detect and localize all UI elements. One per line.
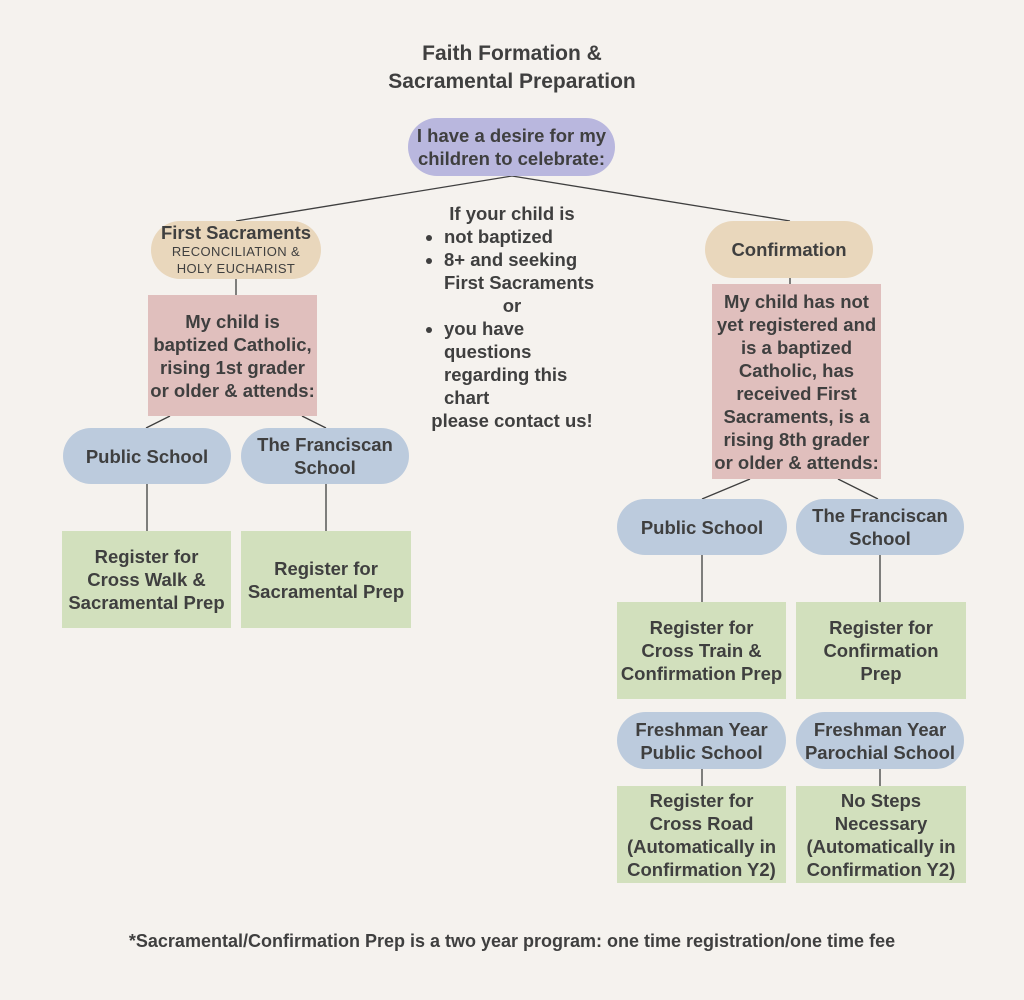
- register-line: (Automatically in: [806, 835, 956, 857]
- contact-outro: please contact us!: [431, 410, 593, 431]
- register-line: (Automatically in: [626, 835, 777, 857]
- condition-line: My child has not: [724, 290, 869, 312]
- contact-note: If your child is not baptized 8+ and see…: [412, 202, 612, 432]
- conf-public-register-node: Register for Cross Train & Confirmation …: [617, 602, 786, 699]
- first-franciscan-school-node: The Franciscan School: [241, 428, 409, 484]
- confirmation-node: Confirmation: [705, 221, 873, 278]
- condition-line: My child is: [185, 310, 280, 332]
- condition-line: Sacraments, is a: [723, 405, 870, 427]
- condition-line: is a baptized: [740, 336, 853, 358]
- register-line: Register for: [649, 617, 754, 638]
- freshman-public-node: Freshman Year Public School: [617, 712, 786, 769]
- condition-line: or older & attends:: [714, 451, 879, 473]
- confirmation-condition: My child has not yet registered and is a…: [712, 284, 881, 479]
- condition-line: rising 1st grader: [160, 356, 305, 378]
- register-line: Confirmation Y2): [806, 858, 956, 880]
- register-line: Sacramental Prep: [247, 580, 405, 602]
- register-line: Cross Walk &: [87, 569, 206, 590]
- title-line: Sacramental Preparation: [388, 70, 636, 93]
- confirmation-title: Confirmation: [731, 239, 847, 260]
- school-label: Public School: [640, 516, 764, 538]
- contact-list-item: 8+ and seeking First Sacraments: [444, 248, 604, 294]
- root-line: children to celebrate:: [417, 148, 606, 169]
- first-sacraments-title: First Sacraments: [160, 222, 312, 243]
- condition-line: Catholic, has: [738, 359, 855, 381]
- connector-conf-condition-public: [701, 478, 751, 500]
- freshman-parochial-node: Freshman Year Parochial School: [796, 712, 964, 769]
- register-line: Register for: [829, 617, 933, 638]
- condition-line: or older & attends:: [150, 379, 315, 401]
- register-line: No Steps: [840, 789, 922, 811]
- first-sacraments-condition: My child is baptized Catholic, rising 1s…: [148, 295, 317, 416]
- contact-list-item: not baptized: [444, 225, 612, 248]
- first-public-school-node: Public School: [63, 428, 231, 484]
- contact-list-item: you have questions regarding this chart: [444, 317, 574, 409]
- connector-condition-public: [145, 415, 171, 429]
- freshman-public-register-node: Register for Cross Road (Automatically i…: [617, 786, 786, 883]
- contact-list: not baptized 8+ and seeking First Sacram…: [412, 225, 612, 409]
- freshman-label: Freshman Year: [635, 718, 768, 740]
- root-line: I have a desire for my: [416, 125, 607, 146]
- condition-line: yet registered and: [716, 313, 877, 335]
- title-line: Faith Formation &: [422, 42, 602, 65]
- first-sacraments-subtitle: RECONCILIATION &: [171, 244, 301, 259]
- school-label: Public School: [85, 445, 209, 467]
- first-public-register-node: Register for Cross Walk & Sacramental Pr…: [62, 531, 231, 628]
- register-line: Register for: [274, 557, 378, 579]
- first-franciscan-register-node: Register for Sacramental Prep: [241, 531, 411, 628]
- condition-line: rising 8th grader: [723, 428, 870, 450]
- contact-intro: If your child is: [449, 203, 575, 224]
- connector-root-first: [235, 175, 513, 222]
- condition-line: baptized Catholic,: [153, 333, 312, 355]
- connector-conf-condition-franciscan: [837, 478, 879, 500]
- register-line: Confirmation Prep: [620, 663, 783, 684]
- register-line: Cross Train &: [641, 640, 762, 661]
- freshman-label: Parochial School: [804, 741, 956, 763]
- first-sacraments-node: First Sacraments RECONCILIATION & HOLY E…: [151, 221, 321, 279]
- school-label: School: [294, 457, 356, 478]
- first-sacraments-subtitle: HOLY EUCHARIST: [176, 261, 296, 276]
- root-node: I have a desire for my children to celeb…: [408, 118, 615, 176]
- condition-line: received First: [736, 382, 857, 404]
- register-line: Necessary: [834, 812, 928, 834]
- footnote: *Sacramental/Confirmation Prep is a two …: [128, 931, 896, 951]
- connector-condition-franciscan: [301, 415, 327, 429]
- register-line: Cross Road: [649, 812, 754, 834]
- conf-franciscan-school-node: The Franciscan School: [796, 499, 964, 555]
- school-label: The Franciscan: [812, 505, 948, 526]
- register-line: Confirmation Y2): [627, 858, 776, 880]
- connector-root-confirmation: [511, 175, 791, 222]
- contact-or: or: [444, 294, 612, 317]
- school-label: School: [849, 528, 911, 549]
- conf-public-school-node: Public School: [617, 499, 787, 555]
- conf-franciscan-register-node: Register for Confirmation Prep: [796, 602, 966, 699]
- register-line: Sacramental Prep: [68, 592, 225, 613]
- page-title: Faith Formation & Sacramental Preparatio…: [312, 40, 712, 96]
- freshman-parochial-register-node: No Steps Necessary (Automatically in Con…: [796, 786, 966, 883]
- register-line: Register for: [94, 546, 199, 567]
- freshman-label: Freshman Year: [813, 718, 947, 740]
- freshman-label: Public School: [640, 741, 763, 763]
- register-line: Prep: [860, 663, 902, 684]
- contact-or-text: or: [502, 295, 522, 316]
- school-label: The Franciscan: [257, 434, 393, 455]
- register-line: Confirmation: [823, 640, 939, 661]
- register-line: Register for: [649, 789, 754, 811]
